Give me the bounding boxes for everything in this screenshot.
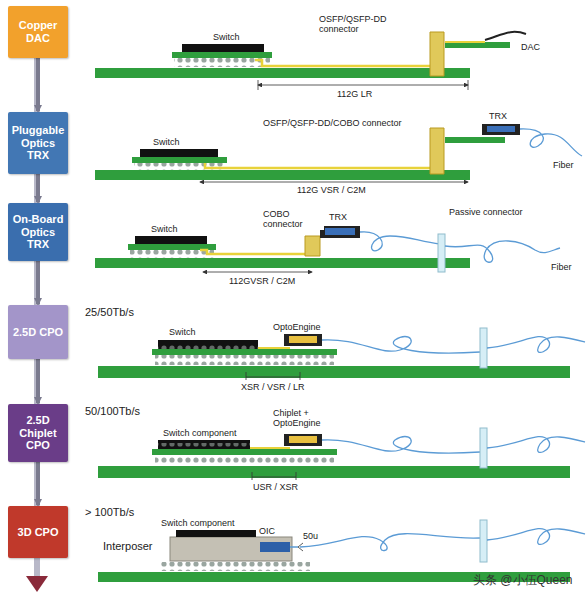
flow-arrow (36, 462, 40, 505)
flow-arrow (36, 58, 40, 111)
part-label: Switch (152, 137, 181, 147)
stage-label: On-Board Optics TRX (11, 213, 65, 251)
stage-label: 2.5D CPO (13, 326, 63, 339)
flow-arrow (36, 261, 40, 304)
stage-box: Copper DAC (8, 6, 68, 58)
part-label: Chiplet + OptoEngine (272, 408, 354, 429)
part-label: Switch (168, 327, 197, 337)
part-label: 112G VSR / C2M (296, 185, 367, 195)
part-label: Switch component (160, 518, 236, 528)
part-label: Switch (212, 32, 241, 42)
part-label: OSFP/QSFP-DD/COBO connector (262, 118, 404, 128)
part-label: TRX (328, 212, 348, 222)
part-label: USR / XSR (252, 482, 299, 492)
part-label: OptoEngine (272, 322, 322, 332)
part-label: Switch component (162, 428, 238, 438)
stage-label: Copper DAC (11, 19, 65, 44)
part-label: 25/50Tb/s (84, 306, 135, 319)
stage-label: 3D CPO (18, 526, 59, 539)
stage-box: Pluggable Optics TRX (8, 112, 68, 174)
part-label: XSR / VSR / LR (240, 382, 306, 392)
part-label: Fiber (550, 262, 573, 272)
part-label: Fiber (552, 160, 575, 170)
part-label: 112G LR (336, 89, 373, 99)
stage-box: 2.5D Chiplet CPO (8, 404, 68, 462)
stage-box: 2.5D CPO (8, 305, 68, 359)
flow-arrow (36, 174, 40, 202)
part-label: Switch (150, 224, 179, 234)
part-label: 112GVSR / C2M (228, 276, 296, 286)
part-label: COBO connector (262, 209, 324, 230)
part-label: OSFP/QSFP-DD connector (318, 14, 408, 35)
part-label: 50u (302, 531, 319, 541)
stage-box: On-Board Optics TRX (8, 203, 68, 261)
stage-box: 3D CPO (8, 506, 68, 558)
stage-label: Pluggable Optics TRX (11, 124, 65, 162)
part-label: DAC (520, 42, 541, 52)
flow-arrow (36, 359, 40, 403)
watermark: 头条 @小伍Queen (472, 574, 574, 588)
part-label: Passive connector (448, 207, 540, 217)
stage-label: 2.5D Chiplet CPO (11, 414, 65, 452)
part-label: 50/100Tb/s (84, 405, 141, 418)
part-label: TRX (488, 111, 508, 121)
part-label: > 100Tb/s (84, 506, 135, 519)
part-label: Interposer (102, 540, 154, 553)
part-label: OIC (258, 526, 276, 536)
